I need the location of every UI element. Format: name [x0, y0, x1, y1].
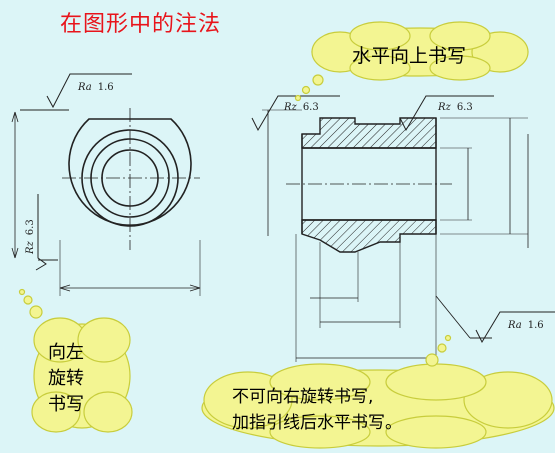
callout-rotate-left-line-1: 向左	[48, 342, 84, 363]
cloud-rotate-left	[18, 288, 133, 433]
callout-rotate-left-line-3: 书写	[48, 394, 84, 415]
roughness-symbol-right-bottom	[475, 311, 555, 344]
callout-rotate-left-line-2: 旋转	[48, 368, 84, 389]
left-end-view	[11, 73, 201, 296]
callout-rotate-left: 向左 旋转 书写	[48, 340, 128, 418]
cloud-no-right	[201, 334, 555, 449]
roughness-symbol-right-tl	[251, 95, 340, 132]
callout-no-right-line-2: 加指引线后水平书写。	[232, 413, 402, 433]
callout-no-right-line-1: 不可向右旋转书写,	[232, 387, 374, 407]
outer-profile	[68, 118, 192, 226]
roughness-symbol-left-top	[46, 73, 132, 109]
hatch-lower	[301, 219, 437, 253]
callout-horizontal-up: 水平向上书写	[352, 45, 467, 67]
right-section-view	[251, 95, 555, 362]
leader-right-bottom	[435, 295, 471, 339]
page-title: 在图形中的注法	[60, 12, 222, 37]
cloud-horizontal-up	[294, 21, 529, 102]
label-left-side: Rz6.3	[25, 219, 36, 255]
hatch-upper	[301, 117, 437, 149]
roughness-symbol-right-tr	[399, 95, 494, 132]
callout-no-right: 不可向右旋转书写, 加指引线后水平书写。	[232, 384, 522, 436]
roughness-symbol-left-side	[35, 194, 47, 271]
